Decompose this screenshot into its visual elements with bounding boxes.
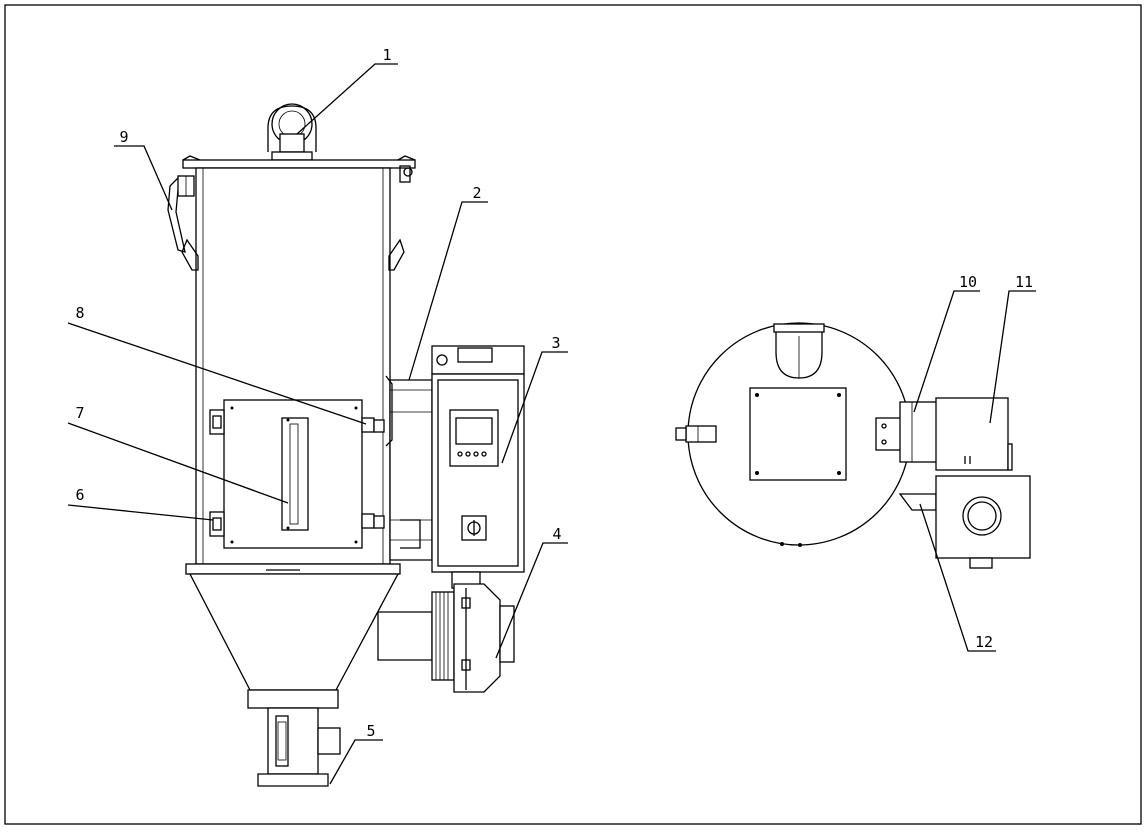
handle-left (181, 238, 199, 271)
callout-12: 12 (975, 633, 993, 651)
top-inlet-elbow (267, 103, 317, 161)
hopper-cone (188, 573, 400, 691)
callout-9: 9 (119, 128, 128, 146)
callout-7: 7 (75, 404, 84, 422)
top-lid-plate (749, 387, 847, 481)
cone-flange (185, 563, 401, 575)
door-latch (209, 409, 225, 537)
top-view (675, 322, 1031, 569)
inspection-door (223, 399, 363, 549)
top-clamp (675, 425, 717, 443)
main-switch (461, 515, 487, 541)
callout-2: 2 (472, 184, 481, 202)
callout-6: 6 (75, 486, 84, 504)
blower (377, 571, 515, 693)
handle-right (388, 238, 405, 271)
blower-top (898, 475, 1031, 569)
duct-bracket (875, 401, 939, 463)
callout-4: 4 (552, 525, 561, 543)
display-panel (449, 409, 499, 467)
callout-11: 11 (1015, 273, 1033, 291)
control-cabinet (431, 345, 525, 573)
callout-3: 3 (551, 334, 560, 352)
cabinet-top (935, 397, 1013, 471)
callout-5: 5 (366, 722, 375, 740)
front-view (167, 103, 525, 787)
hopper-lid (182, 159, 416, 169)
air-duct (385, 375, 433, 561)
lid-clamp (167, 175, 195, 253)
drawing-border (4, 4, 1142, 825)
door-hinge (361, 417, 385, 529)
callout-10: 10 (959, 273, 977, 291)
callout-8: 8 (75, 304, 84, 322)
display-screen (455, 417, 493, 445)
discharge-base (247, 689, 341, 787)
callout-1: 1 (382, 46, 391, 64)
callout-leaders (67, 63, 1036, 785)
